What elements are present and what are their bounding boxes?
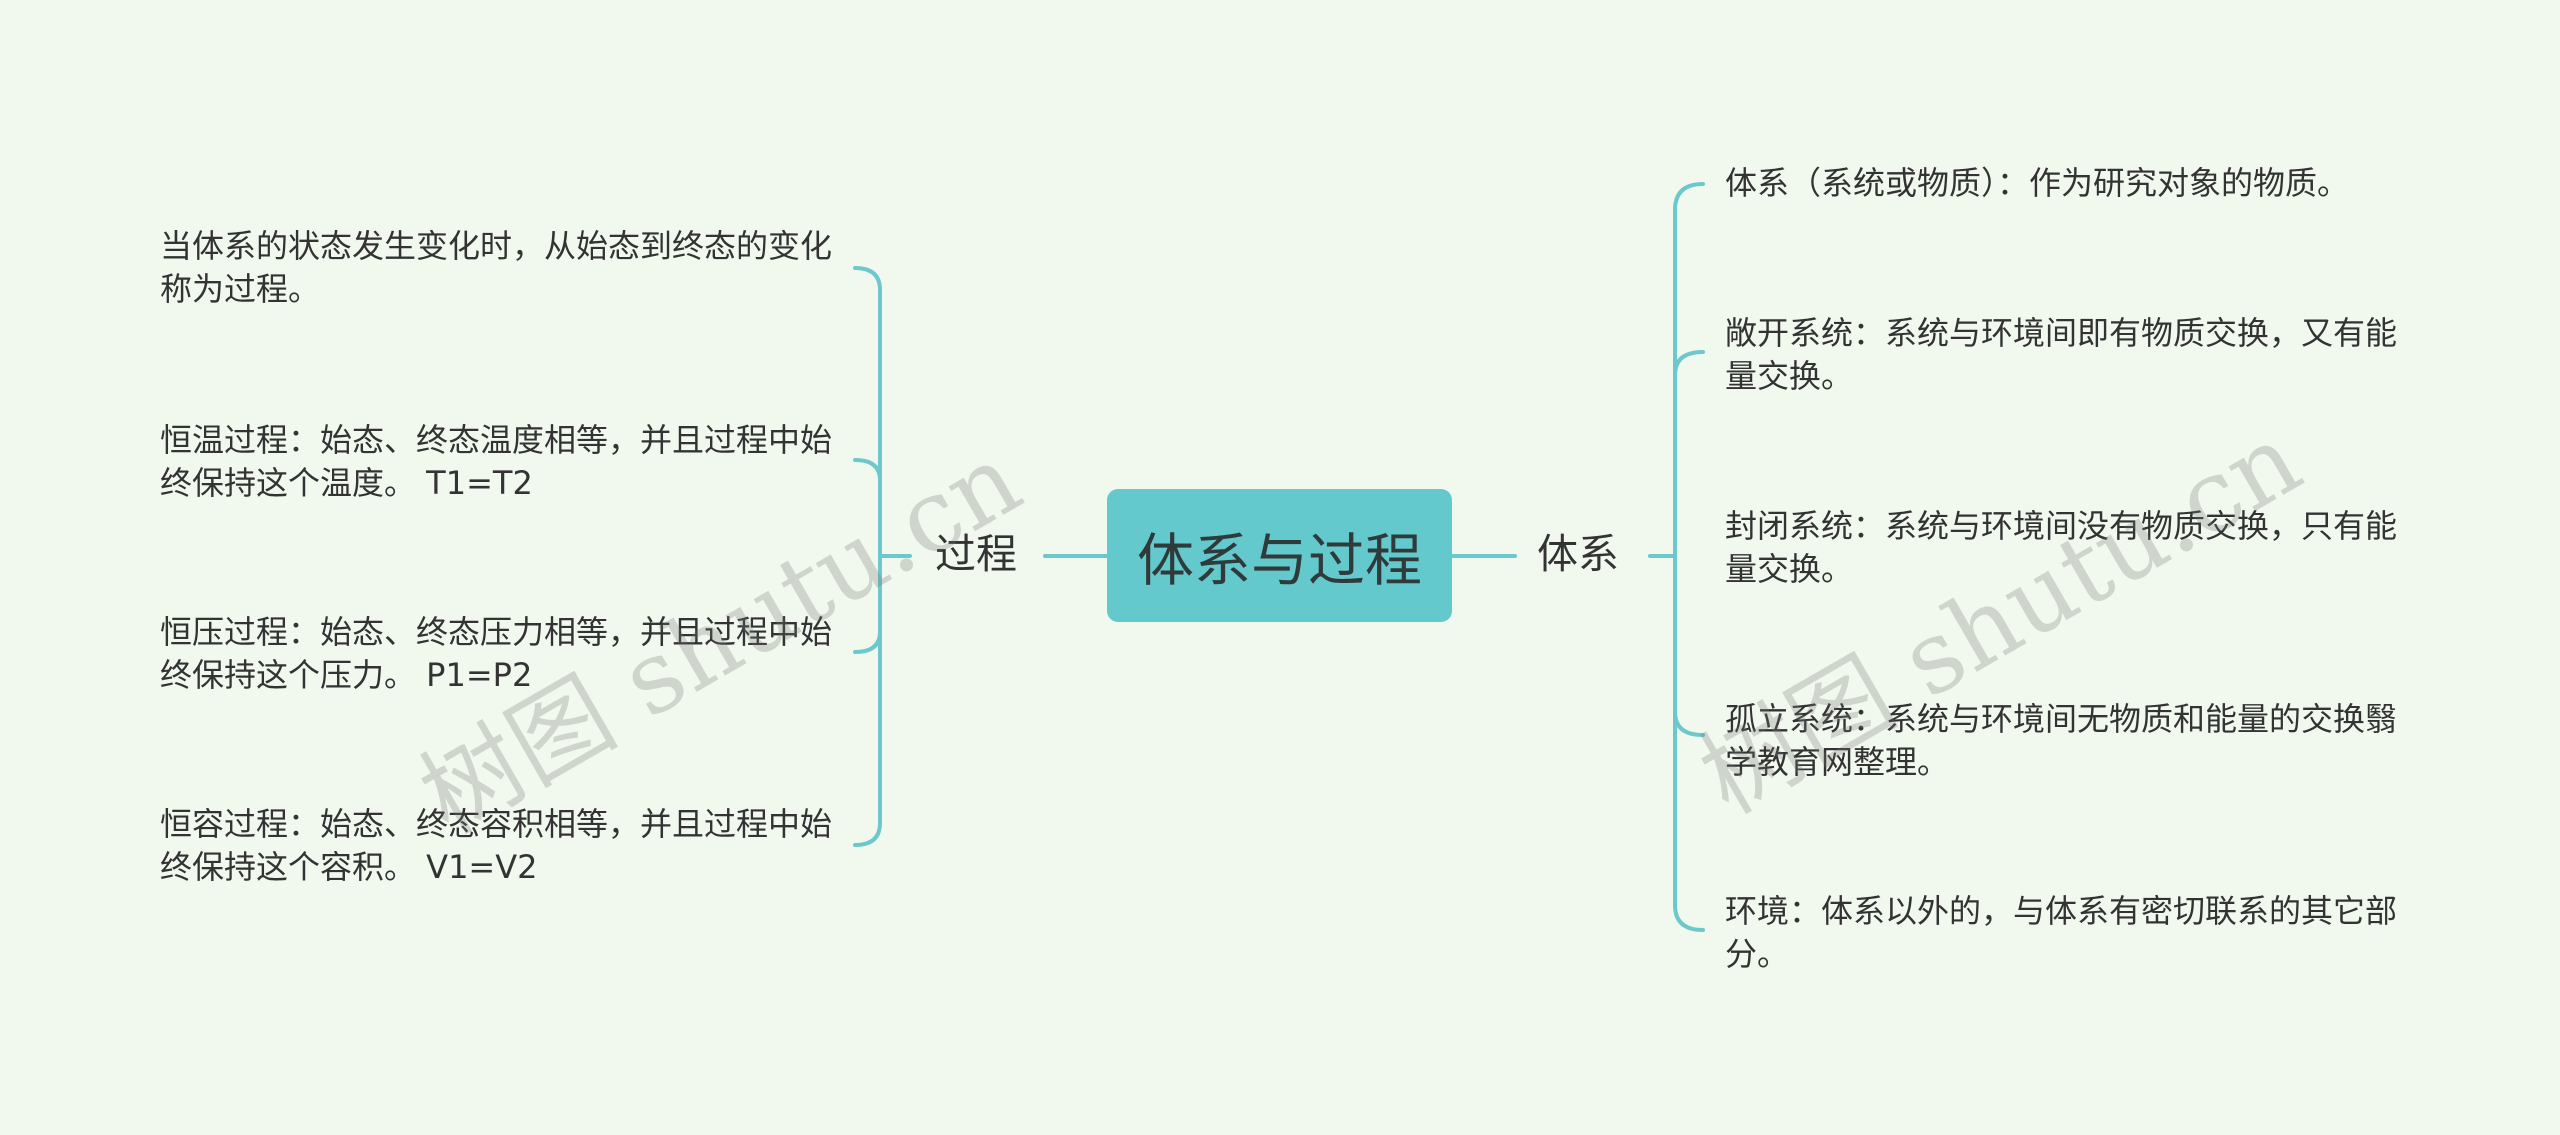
branch-node-process[interactable]: 过程: [935, 534, 1017, 575]
branch-node-system[interactable]: 体系: [1537, 534, 1619, 575]
leaf-closed-system[interactable]: 封闭系统：系统与环境间没有物质交换，只有能量交换。: [1725, 507, 2398, 588]
branch-label-system: 体系: [1537, 530, 1619, 578]
leaf-isothermal-process[interactable]: 恒温过程：始态、终态温度相等，并且过程中始终保持这个温度。 T1=T2: [160, 421, 833, 502]
left-bracket: [853, 266, 882, 847]
right-bracket-tick-2: [1673, 350, 1705, 377]
right-bracket-tick-4: [1673, 710, 1705, 737]
leaf-open-system[interactable]: 敞开系统：系统与环境间即有物质交换，又有能量交换。: [1725, 314, 2398, 395]
leaf-system-definition[interactable]: 体系（系统或物质）：作为研究对象的物质。: [1725, 164, 2350, 202]
leaf-isolated-system[interactable]: 孤立系统：系统与环境间无物质和能量的交换翳学教育网整理。: [1725, 700, 2398, 781]
leaf-isobaric-process[interactable]: 恒压过程：始态、终态压力相等，并且过程中始终保持这个压力。 P1=P2: [160, 613, 833, 694]
branch-label-process: 过程: [935, 530, 1017, 578]
right-bracket: [1673, 182, 1705, 932]
root-label: 体系与过程: [1137, 527, 1422, 594]
leaf-environment[interactable]: 环境：体系以外的，与体系有密切联系的其它部分。: [1725, 892, 2398, 973]
leaf-isochoric-process[interactable]: 恒容过程：始态、终态容积相等，并且过程中始终保持这个容积。 V1=V2: [160, 805, 833, 886]
left-bracket-tick-2: [853, 458, 882, 482]
left-bracket-tick-3: [853, 630, 882, 654]
leaf-process-definition[interactable]: 当体系的状态发生变化时，从始态到终态的变化称为过程。: [160, 227, 833, 308]
root-node[interactable]: 体系与过程: [1107, 489, 1452, 622]
